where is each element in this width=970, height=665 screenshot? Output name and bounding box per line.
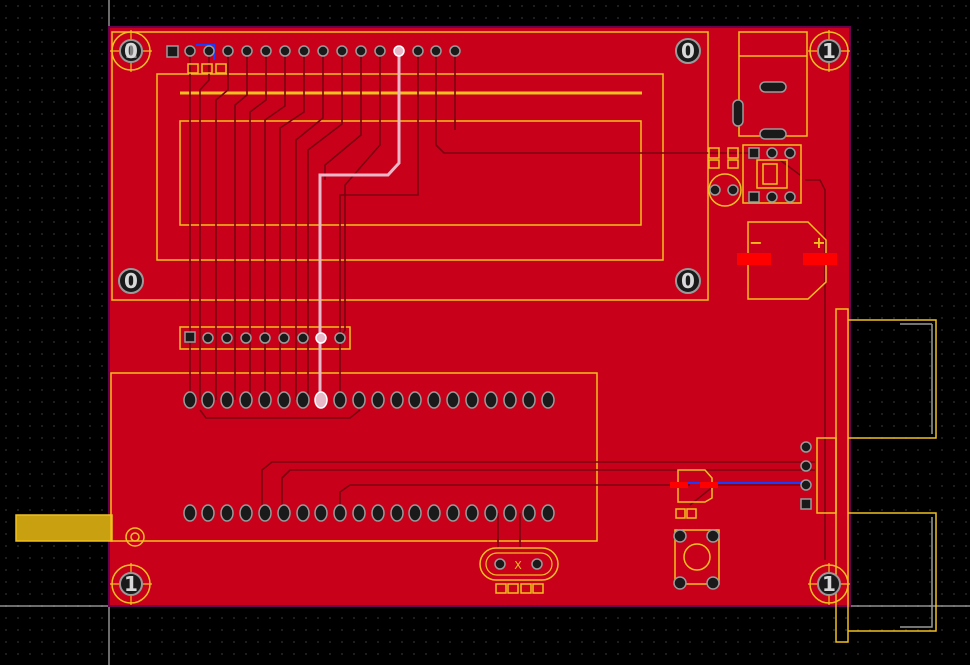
svg-text:0: 0 [681,39,695,63]
led-pin-cathode[interactable] [727,184,739,196]
reset-button-outline[interactable] [674,529,720,585]
reset-button-cap[interactable] [683,543,711,571]
programming-header-pins[interactable] [800,441,812,510]
transistor-pad-2[interactable] [700,482,718,488]
svg-text:1: 1 [124,39,138,63]
capacitor-plus-mark: + [812,233,825,252]
svg-text:1: 1 [822,572,836,596]
mcu-pins-bottom-row[interactable] [183,504,555,522]
svg-text:0: 0 [124,39,138,63]
board-outline[interactable] [108,26,851,607]
lcd-hole-top-right[interactable]: 0 [675,38,701,64]
mcu-pin-selected[interactable] [314,391,328,409]
capacitor-outline[interactable] [747,221,827,300]
mcu-pins-top-row[interactable] [183,391,555,409]
transistor-pad-1[interactable] [670,482,688,488]
crystal-pad-left[interactable] [494,558,506,570]
led-resistor[interactable] [708,147,739,169]
selected-trace[interactable] [318,52,401,400]
crystal-caps[interactable] [495,583,544,594]
bottom-copper-traces [196,44,805,484]
mounting-hole-top-left[interactable]: 0 1 [110,30,152,72]
mounting-hole-top-right[interactable]: 1 [808,30,850,72]
dc-jack-pin-bottom[interactable] [759,128,787,140]
crystal-mark: X [514,559,522,572]
transistor-outline[interactable] [677,469,713,503]
lcd-header-pins[interactable] [166,45,461,58]
svg-text:1: 1 [822,39,836,63]
capacitor-minus-mark: − [749,233,762,252]
crystal-inner-outline [485,552,553,576]
switch-body [756,159,788,189]
switch-pins[interactable] [748,147,796,203]
svg-text:0: 0 [124,269,138,293]
programming-header-outline[interactable] [816,437,837,514]
usb-connector-bottom-shell [900,517,933,628]
edge-connector-tab[interactable] [15,514,113,542]
reset-resistor[interactable] [675,508,697,519]
smd-resistor-top[interactable] [187,63,227,74]
usb-connector-bottom[interactable] [848,512,937,632]
led-pin-anode[interactable] [709,184,721,196]
lcd-display-area [179,120,642,226]
lcd-hole-mid-left[interactable]: 0 [118,268,144,294]
crystal-pad-right[interactable] [531,558,543,570]
led-outline[interactable] [708,173,742,207]
capacitor-pad-positive[interactable] [803,253,837,265]
dc-jack-pin-center[interactable] [759,81,787,93]
svg-text:0: 0 [681,269,695,293]
lcd-bezel-outline [156,73,664,261]
capacitor-pad-negative[interactable] [737,253,771,265]
reset-button-pins[interactable] [673,529,720,590]
mounting-hole-bottom-right[interactable]: 1 [808,563,850,605]
lcd-module-outline[interactable] [111,31,709,301]
usb-connector-top[interactable] [848,319,937,439]
mounting-hole-bottom-left[interactable]: 1 [110,563,152,605]
dc-jack-pin-side[interactable] [732,99,744,127]
switch-outline[interactable] [742,144,802,204]
svg-text:1: 1 [124,572,138,596]
test-point[interactable] [125,527,145,547]
mcu-footprint-outline[interactable] [110,372,598,542]
header-strip-pins[interactable] [184,331,346,344]
switch-actuator [762,163,778,185]
lcd-hole-mid-right[interactable]: 0 [675,268,701,294]
crystal-outline[interactable] [479,547,559,581]
usb-connector-top-shell [900,323,933,434]
